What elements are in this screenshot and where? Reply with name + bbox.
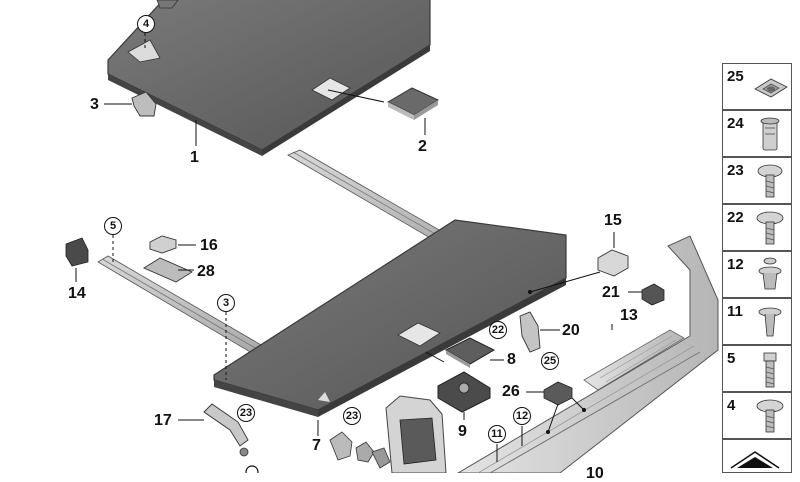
retaining-clip xyxy=(641,283,665,306)
circled-label-25: 25 xyxy=(541,352,559,370)
floor-panel-upper xyxy=(107,0,431,156)
hardware-cell: 11 xyxy=(722,298,792,345)
label-part-15: 15 xyxy=(604,212,622,229)
hardware-cell: 12 xyxy=(722,251,792,298)
hardware-number: 24 xyxy=(727,115,744,132)
label-part-2: 2 xyxy=(418,138,427,155)
label-part-3: 3 xyxy=(90,96,99,113)
clip-holder xyxy=(597,249,629,277)
circled-label-12: 12 xyxy=(513,407,531,425)
hardware-cell-last xyxy=(722,439,792,473)
push-rivet-icon xyxy=(758,307,782,337)
label-part-9: 9 xyxy=(458,423,467,440)
hardware-number: 12 xyxy=(727,256,744,273)
hardware-cell: 23 xyxy=(722,157,792,204)
hardware-number: 22 xyxy=(727,209,744,226)
rail-end-cap xyxy=(65,237,89,267)
circled-label-3: 3 xyxy=(217,294,235,312)
circled-label-23b: 23 xyxy=(343,407,361,425)
label-part-1: 1 xyxy=(190,149,199,166)
hinge-bracket xyxy=(519,311,541,353)
label-part-21: 21 xyxy=(602,284,620,301)
hardware-number: 23 xyxy=(727,162,744,179)
label-part-28: 28 xyxy=(197,263,215,280)
hinge-bracket-upper xyxy=(131,91,157,117)
label-part-10: 10 xyxy=(586,465,604,482)
loading-sill-trim xyxy=(456,235,719,474)
oval-head-screw-icon xyxy=(757,164,783,198)
circled-label-5: 5 xyxy=(104,217,122,235)
expanding-nut-icon xyxy=(760,117,780,151)
expanding-rivet-icon xyxy=(758,257,782,290)
misc-part-icon xyxy=(730,451,780,469)
hardware-number: 25 xyxy=(727,68,744,85)
hardware-cell: 5 xyxy=(722,345,792,392)
flange-screw-icon xyxy=(756,399,784,433)
circled-label-22: 22 xyxy=(489,321,507,339)
hardware-number: 11 xyxy=(727,303,743,320)
bolt-icon xyxy=(763,352,777,388)
strap-bracket xyxy=(203,403,249,447)
hardware-cell: 25 xyxy=(722,63,792,110)
torx-screw-icon xyxy=(756,211,784,245)
hardware-cell: 4 xyxy=(722,392,792,439)
sill-plate xyxy=(583,329,685,391)
handle-tray xyxy=(444,337,496,368)
floor-panel-main xyxy=(213,219,567,417)
hardware-number: 4 xyxy=(727,397,736,414)
label-part-16: 16 xyxy=(200,237,218,254)
leader-lines xyxy=(75,33,642,462)
label-part-26: 26 xyxy=(502,383,520,400)
spring-nut-icon xyxy=(754,78,788,98)
label-part-13: 13 xyxy=(620,307,638,324)
label-part-7: 7 xyxy=(312,437,321,454)
lock-mechanism xyxy=(437,371,491,413)
trim-clip xyxy=(543,381,573,406)
hardware-cell: 22 xyxy=(722,204,792,251)
label-part-8: 8 xyxy=(507,351,516,368)
circled-label-4: 4 xyxy=(137,15,155,33)
side-trim-bracket xyxy=(385,395,447,474)
label-part-17: 17 xyxy=(154,412,172,429)
label-part-20: 20 xyxy=(562,322,580,339)
hardware-cell: 24 xyxy=(722,110,792,157)
hardware-number: 5 xyxy=(727,350,736,367)
circled-label-23a: 23 xyxy=(237,404,255,422)
circled-label-11: 11 xyxy=(488,425,506,443)
retainer-plate xyxy=(143,257,193,283)
buffer xyxy=(149,235,177,254)
handle-cover xyxy=(386,87,440,120)
label-part-14: 14 xyxy=(68,285,86,302)
